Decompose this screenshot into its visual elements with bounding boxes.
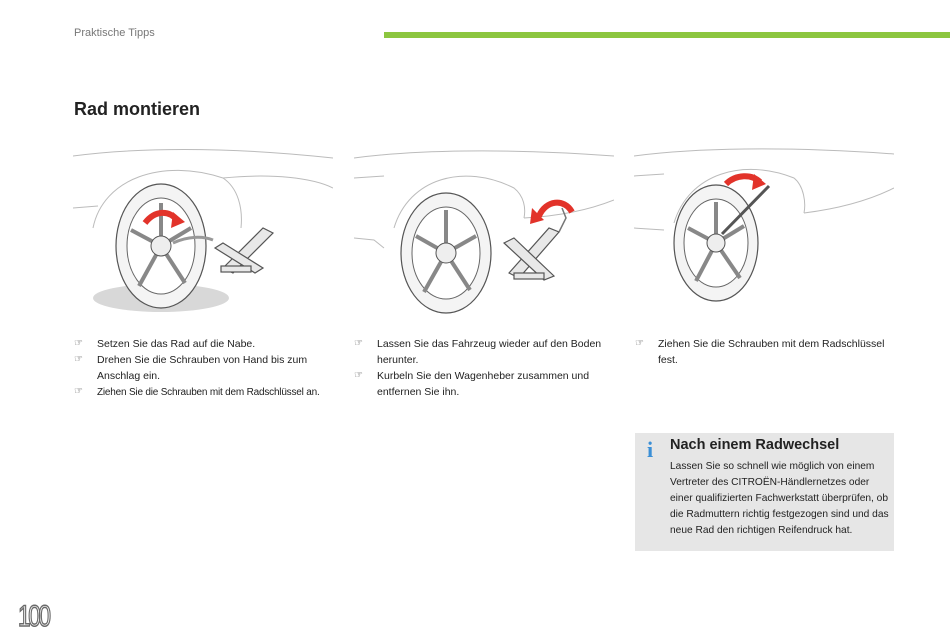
list-item: ☞Drehen Sie die Schrauben von Hand bis z…	[74, 354, 308, 382]
info-box: i Nach einem Radwechsel Lassen Sie so sc…	[635, 433, 894, 551]
instruction-column-3: ☞Ziehen Sie die Schrauben mit dem Radsch…	[635, 336, 891, 368]
list-item: ☞Ziehen Sie die Schrauben mit dem Radsch…	[74, 386, 320, 398]
pointing-hand-icon: ☞	[354, 338, 363, 349]
info-box-body: Lassen Sie so schnell wie möglich von ei…	[670, 461, 889, 536]
list-item: ☞Setzen Sie das Rad auf die Nabe.	[74, 338, 256, 350]
pointing-hand-icon: ☞	[354, 370, 363, 381]
wheel-fit-illustration	[73, 148, 333, 318]
list-item: ☞Ziehen Sie die Schrauben mit dem Radsch…	[635, 338, 885, 366]
pointing-hand-icon: ☞	[74, 354, 83, 365]
page-title: Rad montieren	[74, 99, 201, 119]
header-accent-bar	[384, 32, 950, 38]
instruction-column-2: ☞Lassen Sie das Fahrzeug wieder auf den …	[354, 336, 616, 400]
info-icon: i	[647, 437, 654, 462]
pointing-hand-icon: ☞	[74, 338, 83, 349]
instruction-column-1: ☞Setzen Sie das Rad auf die Nabe. ☞Drehe…	[74, 336, 336, 401]
pointing-hand-icon: ☞	[74, 386, 83, 397]
page-number: 100	[17, 599, 51, 634]
jack-lower-illustration	[354, 148, 614, 318]
header-section-label: Praktische Tipps	[74, 27, 155, 39]
pointing-hand-icon: ☞	[635, 338, 644, 349]
info-box-title: Nach einem Radwechsel	[670, 437, 840, 453]
list-item: ☞Kurbeln Sie den Wagenheber zusammen und…	[354, 370, 590, 398]
wrench-tighten-illustration	[634, 148, 894, 318]
list-item: ☞Lassen Sie das Fahrzeug wieder auf den …	[354, 338, 602, 366]
